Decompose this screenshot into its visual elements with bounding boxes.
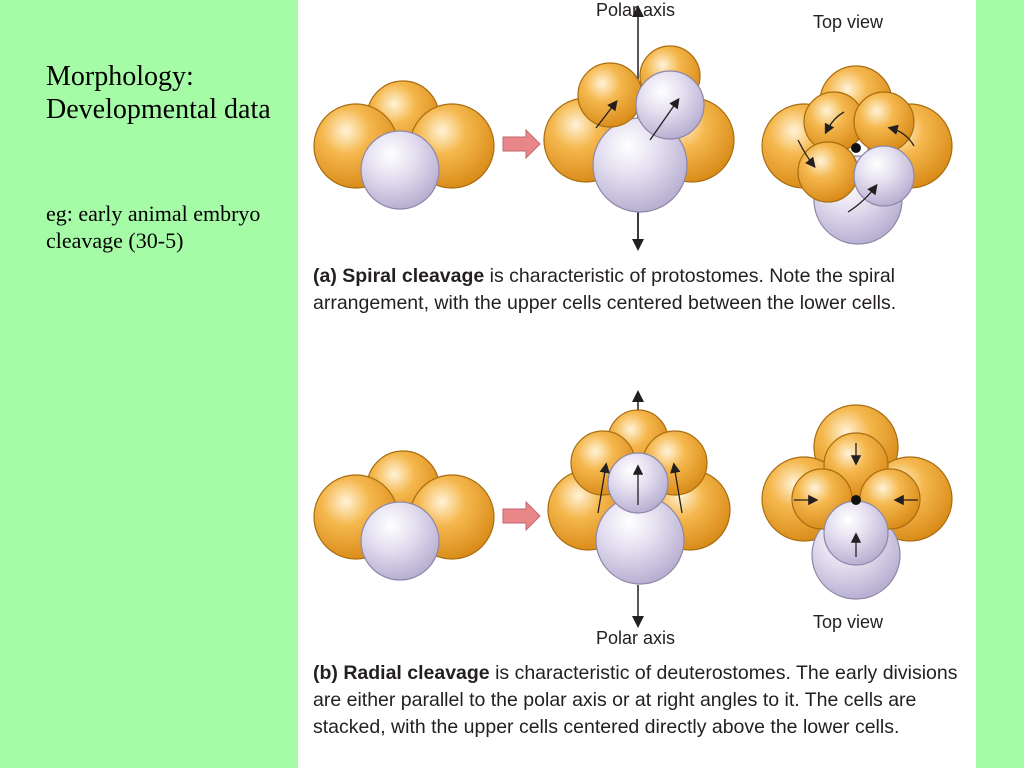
cell-lavender [360,130,440,210]
transition-arrow-icon [502,128,541,160]
cell-lavender [853,145,915,207]
rotation-arrow-icon [847,183,878,213]
cell-lavender [360,501,440,581]
caption-heading: (a) Spiral cleavage [313,265,485,287]
transition-arrow-icon [502,500,541,532]
four-cell-embryo [313,450,495,581]
cell-lavender [635,70,705,140]
axis-arrow-icon [670,462,683,514]
slide-title: Morphology: Developmental data [46,61,271,125]
polar-axis-point-icon [851,143,861,153]
cell-orange [797,141,859,203]
radial-cleavage-caption: (b) Radial cleavage is characteristic of… [313,660,963,741]
spiral-cleavage-caption: (a) Spiral cleavage is characteristic of… [313,263,963,317]
rotation-arrow-icon [887,124,915,147]
figure-panel: Polar axis Top view (a) Spiral cleavage … [298,0,976,768]
rotation-arrow-icon [649,97,680,141]
top-view-label: Top view [813,12,884,32]
eight-cell-spiral-embryo [543,45,735,213]
cell-orange [577,62,643,128]
radial-cleavage-figure: Polar axis Top view [298,385,976,655]
caption-body: is characteristic of deuterostomes. The … [313,662,958,738]
four-cell-embryo [313,80,495,210]
polar-axis-label: Polar axis [596,628,676,648]
rotation-arrow-icon [824,111,845,135]
radial-top-view [761,404,953,600]
caption-body: is characteristic of protostomes. Note t… [313,265,897,314]
polar-axis-point-icon [851,495,861,505]
spiral-cleavage-diagram [313,5,953,251]
top-view-label: Top view [813,612,884,632]
polar-axis-label: Polar axis [596,0,676,20]
axis-arrow-icon [597,462,610,514]
rotation-arrow-icon [595,99,618,129]
slide-subtitle: eg: early animal embryo cleavage (30-5) [46,201,261,253]
spiral-cleavage-figure: Polar axis Top view [298,0,976,260]
rotation-arrow-icon [797,139,816,169]
radial-cleavage-diagram [313,390,953,628]
cell-orange [853,91,915,153]
caption-heading: (b) Radial cleavage [313,662,490,684]
eight-cell-radial-embryo [547,409,731,585]
spiral-top-view [761,65,953,245]
